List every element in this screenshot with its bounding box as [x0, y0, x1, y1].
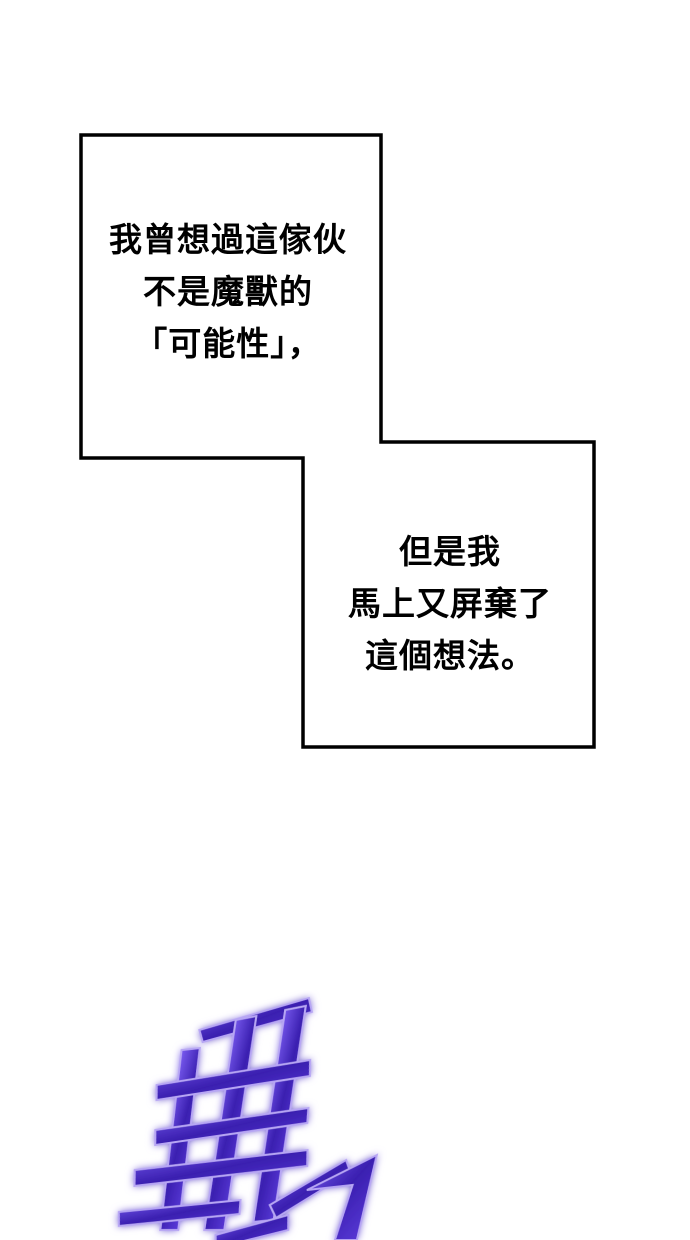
caption-line: 這個想法。 — [365, 636, 535, 675]
rumble-sound-effect — [117, 996, 379, 1240]
caption-line: 但是我 — [399, 532, 501, 571]
caption-line: 馬上又屏棄了 — [348, 584, 552, 623]
caption-line: 「可能性」， — [134, 324, 322, 363]
caption-line: 我曾想過這傢伙 — [109, 220, 347, 259]
narration-caption-1: 我曾想過這傢伙 不是魔獸的 「可能性」， — [88, 214, 368, 370]
caption-box-outline — [79, 133, 596, 749]
narration-caption-2: 但是我 馬上又屏棄了 這個想法。 — [318, 526, 582, 682]
caption-line: 不是魔獸的 — [143, 272, 313, 311]
